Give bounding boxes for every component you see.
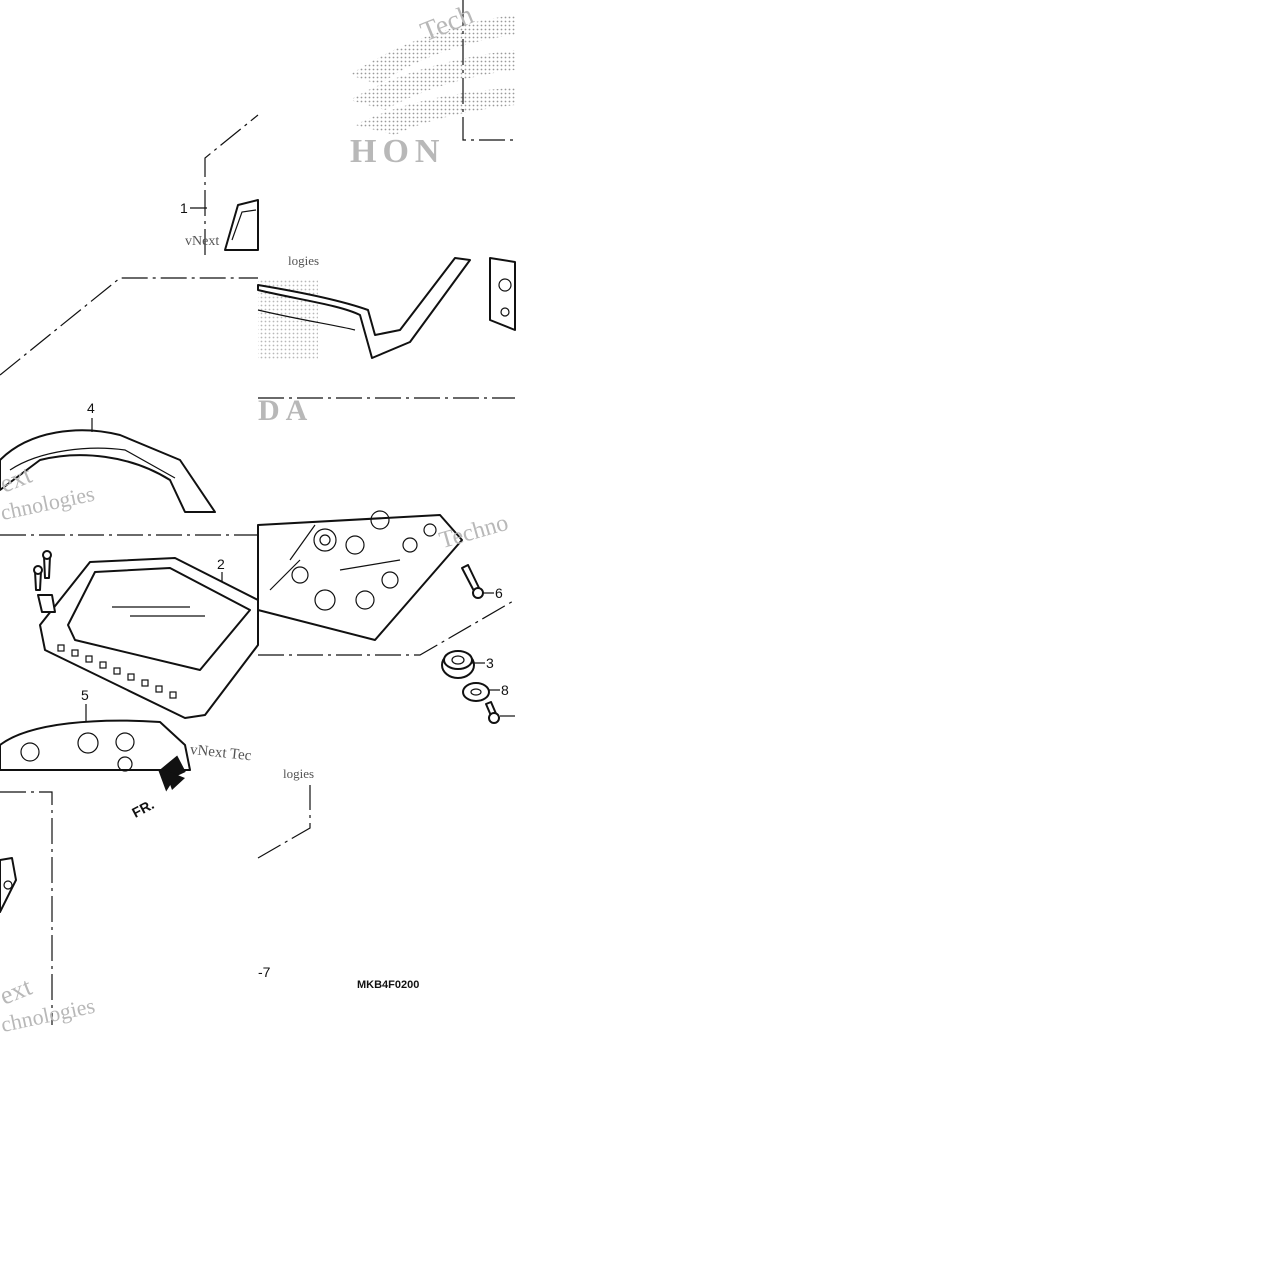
part-4-visor [0,429,216,513]
callout-4: 4 [87,400,95,416]
part-2-meter-unit [33,550,259,719]
callout-8: 8 [501,682,509,698]
diagram-code: MKB4F0200 [357,979,419,991]
callout-7: -7 [258,964,271,980]
meter-housing-fragment [489,257,516,331]
direction-label: FR. [129,796,156,821]
watermark-vnext-1: vNext [185,234,219,249]
logo-text-bottom: DA [258,394,313,427]
guide-lines [0,0,516,1025]
bracket-fragment-bottom-left [0,857,17,913]
part-8-washer [462,682,490,702]
callout-1: 1 [180,200,188,216]
callout-2: 2 [217,556,225,572]
part-7-screw [485,701,500,724]
watermark-logies-1: logies [288,253,319,268]
part-5-lower-case [0,719,191,772]
part-1-bracket [224,199,259,251]
watermark-techno-mid: Techno [436,510,511,554]
part-4-visor-upper [257,257,471,359]
part-6-screw [461,564,484,599]
watermark-logies-2: logies [283,766,314,781]
callout-5: 5 [81,687,89,703]
callout-3: 3 [486,655,494,671]
part-3-grommet [441,650,475,679]
part-5-lower-case-upper-view [257,510,463,641]
watermark-vnext-tec: vNext Tec [189,742,252,764]
honda-logo-watermark: HON DA [258,15,515,427]
callouts: 1 4 2 5 6 3 8 -7 [81,200,515,980]
logo-text-top: HON [350,133,445,170]
callout-6: 6 [495,585,503,601]
